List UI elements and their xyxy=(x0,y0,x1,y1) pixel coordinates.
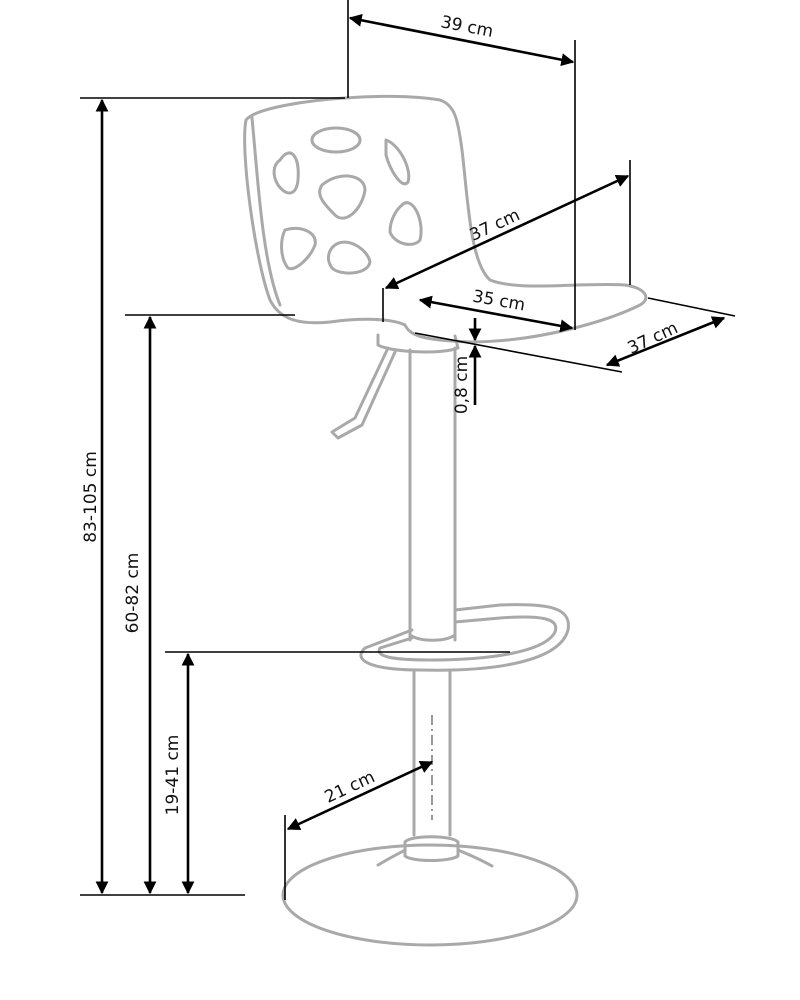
column-collar xyxy=(408,633,457,642)
total-height-label: 83-105 cm xyxy=(81,451,101,543)
dimension-labels: 83-105 cm 60-82 cm 19-41 cm 39 cm 37 cm … xyxy=(81,12,681,815)
seat-height-label: 60-82 cm xyxy=(123,553,143,634)
seat-diagonal-label: 37 cm xyxy=(467,205,523,246)
seat-thickness-label: 0,8 cm xyxy=(452,356,472,414)
seat-mount xyxy=(376,333,460,354)
upper-column xyxy=(408,346,457,642)
seat-depth-label: 37 cm xyxy=(625,318,681,359)
stool-drawing xyxy=(243,94,648,947)
footrest-ring xyxy=(359,603,570,672)
gas-lever xyxy=(330,346,397,440)
base-dome xyxy=(376,848,494,868)
base-radius-label: 21 cm xyxy=(322,767,378,808)
footrest-height-label: 19-41 cm xyxy=(163,735,183,816)
base-ring xyxy=(403,835,460,862)
backrest-inner-edge xyxy=(250,116,282,307)
dimension-lines xyxy=(80,0,736,900)
base-disc xyxy=(281,843,579,947)
backrest-holes xyxy=(272,126,423,275)
